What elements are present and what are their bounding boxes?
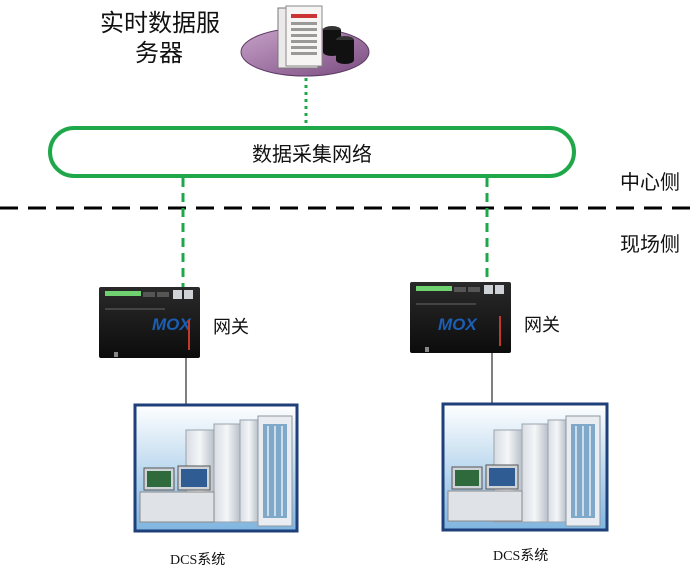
server-label: 实时数据服 务器 [100, 8, 220, 68]
gateway-label-2: 网关 [524, 315, 560, 336]
dcs-label-2: DCS系统 [493, 549, 549, 564]
gateway-brand-1: MOX [152, 315, 192, 334]
server-label-line2: 务器 [135, 39, 183, 67]
field-side-label: 现场侧 [620, 232, 680, 256]
gateway-device-1: MOX [99, 287, 200, 358]
data-collection-network: 数据采集网络 [48, 126, 576, 178]
dcs-label-1: DCS系统 [170, 553, 226, 568]
gateway-device-2: MOX [410, 282, 511, 353]
center-side-label: 中心侧 [620, 170, 680, 194]
server-label-line1: 实时数据服 [100, 9, 220, 37]
gateway-brand-2: MOX [438, 315, 478, 334]
dcs-image-2 [441, 402, 609, 532]
gateway-label-1: 网关 [213, 317, 249, 338]
dcs-image-1 [133, 403, 299, 533]
server-icon [240, 5, 370, 77]
network-label: 数据采集网络 [252, 141, 372, 166]
